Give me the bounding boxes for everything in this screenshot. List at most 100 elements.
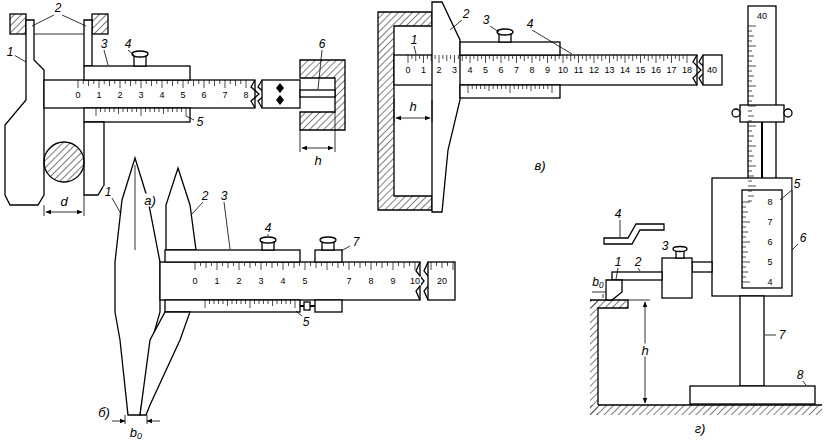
scale-tick (473, 55, 474, 59)
callout-number: 4 (614, 208, 623, 220)
scale-tick (748, 111, 752, 112)
scale-tick (497, 85, 498, 89)
scale-number: 6 (497, 66, 504, 75)
scale-tick (748, 61, 752, 62)
scale-tick (156, 80, 157, 84)
spare-scriber (604, 224, 664, 244)
frame (712, 178, 792, 296)
scale-tick (222, 262, 223, 266)
scale-tick (254, 300, 255, 304)
scale-tick (172, 108, 173, 112)
scale-tick (742, 282, 750, 283)
frame (460, 42, 560, 55)
frame (84, 66, 190, 80)
scale-tick (436, 262, 437, 266)
callout-number: 8 (796, 369, 805, 381)
ruler (703, 55, 722, 85)
moving-jaw (166, 168, 196, 250)
scale-tick (748, 171, 752, 172)
scale-tick (586, 55, 587, 61)
height-gauge (590, 6, 822, 415)
scale-number: 9 (389, 277, 396, 286)
scale-tick (290, 300, 291, 304)
callout-number: 1 (614, 256, 623, 268)
callout-number: 1 (104, 186, 113, 198)
callout-number: г) (694, 422, 707, 435)
scale-tick (748, 146, 756, 147)
scale-tick (675, 55, 676, 59)
scale-tick (99, 80, 100, 88)
scale-tick (93, 80, 94, 84)
scale-tick (114, 80, 115, 84)
scale-tick (748, 96, 754, 97)
callout-number: h (313, 154, 322, 167)
scale-tick (228, 262, 229, 268)
scale-tick (748, 191, 752, 192)
scale-tick (601, 55, 602, 61)
scale-tick (644, 55, 645, 59)
scale-number: 0 (191, 277, 198, 286)
scale-tick (398, 262, 399, 266)
scale-tick (659, 55, 660, 59)
scale-tick (742, 227, 746, 228)
scale-tick (551, 55, 552, 59)
scale-tick (748, 166, 756, 167)
scale-tick (748, 36, 754, 37)
scale-tick (447, 262, 448, 266)
scale-tick (748, 176, 754, 177)
scale-number: 0 (74, 91, 81, 100)
scale-number: 17 (665, 66, 677, 75)
scale-tick (145, 108, 146, 112)
scale-tick (150, 108, 151, 112)
scale-tick (632, 55, 633, 61)
scale-tick (748, 131, 752, 132)
scale-tick (481, 55, 482, 59)
scale-tick (295, 300, 296, 308)
callout-number: 6 (799, 232, 808, 244)
scale-tick (742, 267, 746, 268)
scale-tick (470, 55, 471, 63)
scale-tick (283, 262, 284, 270)
scale-tick (105, 108, 106, 112)
scriber-holder (612, 272, 662, 280)
scale-tick (748, 91, 752, 92)
scale-tick (742, 257, 746, 258)
scale-number: 5 (179, 91, 186, 100)
scale-number: 14 (619, 66, 631, 75)
scale-tick (526, 85, 527, 89)
scale-tick (195, 262, 196, 270)
scale-tick (535, 55, 536, 59)
callout-number: в) (533, 159, 546, 172)
scale-tick (453, 262, 454, 270)
scale-tick (748, 121, 752, 122)
scale-tick (748, 56, 754, 57)
scale-tick (552, 85, 553, 93)
scale-tick (574, 55, 575, 59)
scale-tick (748, 41, 752, 42)
scale-tick (742, 272, 748, 273)
scale-number: 10 (557, 66, 569, 75)
scale-tick (748, 51, 752, 52)
scale-tick (83, 80, 84, 84)
callout-number: 7 (778, 329, 787, 341)
scale-tick (423, 55, 424, 63)
scale-tick (415, 262, 416, 270)
scale-tick (204, 80, 205, 88)
scale-tick (671, 55, 672, 63)
callout-number: 7 (352, 236, 361, 248)
scale-tick (154, 108, 155, 112)
scale-tick (235, 80, 236, 86)
main-beam (44, 80, 255, 108)
scale-tick (742, 217, 746, 218)
scale-tick (211, 262, 212, 266)
scale-tick (321, 262, 322, 266)
scale-tick (408, 55, 409, 63)
scale-tick (141, 80, 142, 88)
scale-tick (578, 55, 579, 63)
scale-tick (748, 66, 756, 67)
scale-tick (186, 108, 187, 116)
callout-number: 5 (302, 316, 311, 328)
scale-tick (742, 262, 750, 263)
scale-tick (742, 237, 746, 238)
